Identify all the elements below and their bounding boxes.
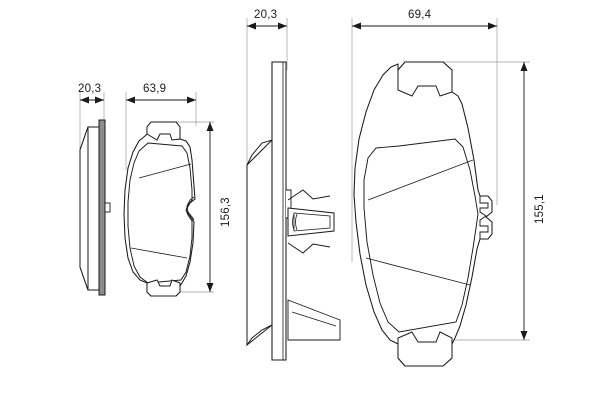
right-edge-friction-profile <box>246 139 273 347</box>
right-edge-lower-bracket-inner <box>291 311 337 327</box>
right-edge-spring-coil <box>292 213 298 231</box>
dim-label-right-pad-height: 155,1 <box>534 194 546 224</box>
dimension-lines <box>80 22 528 340</box>
dim-label-left-pad-height: 156,3 <box>220 197 232 227</box>
right-pad-lower-chamfer-line <box>365 257 471 286</box>
left-pad-bottom-ear <box>146 279 181 297</box>
left-edge-retainer-tab <box>104 202 111 213</box>
left-pad-upper-chamfer-line <box>138 163 192 179</box>
left-pad-friction-outline <box>127 142 193 284</box>
dim-label-right-pad-width: 69,4 <box>408 9 432 21</box>
left-edge-plate-outline <box>98 119 106 296</box>
right-pad-upper-chamfer-line <box>367 159 474 201</box>
right-pad-side-notch <box>479 196 489 239</box>
left-pad-lower-chamfer-line <box>130 247 188 259</box>
left-edge-friction-profile <box>79 126 89 291</box>
right-pad-friction-outline <box>363 138 479 333</box>
right-pad-top-ear <box>397 61 453 97</box>
right-edge-spring-upper-arm <box>287 189 331 201</box>
dim-label-right-thickness: 20,3 <box>254 9 278 21</box>
right-pad-bottom-ear <box>397 331 453 367</box>
right-edge-lower-bracket <box>287 299 341 341</box>
left-edge-plate-shade <box>98 119 106 296</box>
dim-label-left-pad-width: 63,9 <box>143 83 167 95</box>
right-edge-plate-outline <box>271 61 287 361</box>
right-edge-spring-body-inner <box>293 212 331 232</box>
right-edge-spring-lower-arm <box>287 242 331 254</box>
left-pad-side-notch <box>186 196 195 221</box>
view-right-edge <box>246 61 341 361</box>
view-left-plan <box>123 121 196 297</box>
view-right-plan <box>353 61 493 367</box>
view-left-edge <box>79 119 111 296</box>
left-pad-top-ear <box>146 121 181 141</box>
dim-label-left-thickness: 20,3 <box>78 83 102 95</box>
